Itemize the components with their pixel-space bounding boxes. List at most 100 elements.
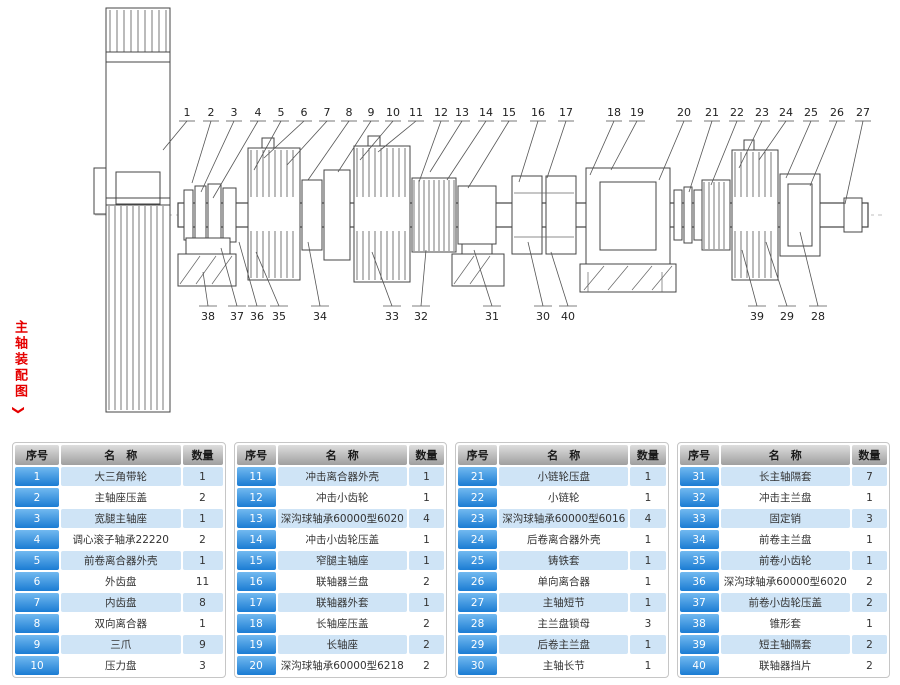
- part-name-cell: 压力盘: [61, 656, 181, 675]
- column-header: 名 称: [277, 445, 407, 465]
- callout-number: 35: [272, 310, 286, 323]
- part-name-cell: 内齿盘: [61, 593, 181, 612]
- callout-number: 38: [201, 310, 215, 323]
- callout-number: 23: [755, 106, 769, 119]
- part-name-cell: 短主轴隔套: [720, 635, 850, 654]
- callout-number: 3: [231, 106, 238, 119]
- quantity-cell: 1: [630, 530, 666, 549]
- quantity-cell: 4: [630, 509, 666, 528]
- part-name-cell: 小链轮: [499, 488, 629, 507]
- part-name-cell: 小链轮压盘: [499, 467, 629, 486]
- table-header-row: 序号名 称数量: [236, 445, 444, 465]
- row-number-cell: 7: [15, 593, 59, 612]
- quantity-cell: 1: [408, 551, 444, 570]
- quantity-cell: 2: [851, 635, 887, 654]
- quantity-cell: 2: [851, 572, 887, 591]
- v-belt-pulley: [93, 7, 171, 413]
- quantity-cell: 1: [182, 614, 223, 633]
- callout-number: 29: [780, 310, 794, 323]
- quantity-cell: 1: [182, 551, 223, 570]
- callout-number: 40: [561, 310, 575, 323]
- part-name-cell: 主轴座压盖: [61, 488, 181, 507]
- row-number-cell: 4: [15, 530, 59, 549]
- quantity-cell: 2: [182, 530, 223, 549]
- quantity-cell: 1: [851, 488, 887, 507]
- quantity-cell: 3: [851, 509, 887, 528]
- row-number-cell: 11: [236, 467, 276, 486]
- callout-number: 18: [607, 106, 621, 119]
- callout-number: 19: [630, 106, 644, 119]
- row-number-cell: 17: [236, 593, 276, 612]
- quantity-cell: 1: [182, 467, 223, 486]
- quantity-cell: 1: [408, 530, 444, 549]
- part-name-cell: 长主轴隔套: [720, 467, 850, 486]
- row-number-cell: 40: [679, 656, 719, 675]
- row-number-cell: 32: [679, 488, 719, 507]
- column-header: 名 称: [499, 445, 629, 465]
- row-number-cell: 21: [458, 467, 498, 486]
- row-number-cell: 20: [236, 656, 276, 675]
- callout-number: 31: [485, 310, 499, 323]
- quantity-cell: 1: [851, 614, 887, 633]
- callout-number: 22: [730, 106, 744, 119]
- row-number-cell: 28: [458, 614, 498, 633]
- callout-number: 34: [313, 310, 327, 323]
- callout-number: 17: [559, 106, 573, 119]
- callout-number: 15: [502, 106, 516, 119]
- part-name-cell: 前卷小齿轮: [720, 551, 850, 570]
- callout-number: 6: [301, 106, 308, 119]
- part-name-cell: 外齿盘: [61, 572, 181, 591]
- row-number-cell: 6: [15, 572, 59, 591]
- part-name-cell: 后卷离合器外壳: [499, 530, 629, 549]
- part-name-cell: 深沟球轴承60000型6016: [499, 509, 629, 528]
- row-number-cell: 19: [236, 635, 276, 654]
- part-name-cell: 主兰盘锁母: [499, 614, 629, 633]
- row-number-cell: 33: [679, 509, 719, 528]
- part-name-cell: 大三角带轮: [61, 467, 181, 486]
- part-name-cell: 深沟球轴承60000型6020: [277, 509, 407, 528]
- quantity-cell: 1: [408, 467, 444, 486]
- part-name-cell: 深沟球轴承60000型6218: [277, 656, 407, 675]
- callout-number: 4: [255, 106, 262, 119]
- column-header: 序号: [15, 445, 59, 465]
- quantity-cell: 1: [630, 656, 666, 675]
- callout-number: 12: [434, 106, 448, 119]
- row-number-cell: 9: [15, 635, 59, 654]
- callout-number: 2: [208, 106, 215, 119]
- part-name-cell: 冲击主兰盘: [720, 488, 850, 507]
- part-name-cell: 冲击离合器外壳: [277, 467, 407, 486]
- callout-number: 14: [479, 106, 493, 119]
- part-name-cell: 联轴器挡片: [720, 656, 850, 675]
- quantity-cell: 1: [630, 467, 666, 486]
- callout-number: 28: [811, 310, 825, 323]
- row-number-cell: 16: [236, 572, 276, 591]
- callout-number: 16: [531, 106, 545, 119]
- quantity-cell: 1: [630, 488, 666, 507]
- callout-number: 5: [278, 106, 285, 119]
- table-header-row: 序号名 称数量: [679, 445, 887, 465]
- part-name-cell: 前卷离合器外壳: [61, 551, 181, 570]
- column-header: 序号: [679, 445, 719, 465]
- quantity-cell: 4: [408, 509, 444, 528]
- column-header: 名 称: [720, 445, 850, 465]
